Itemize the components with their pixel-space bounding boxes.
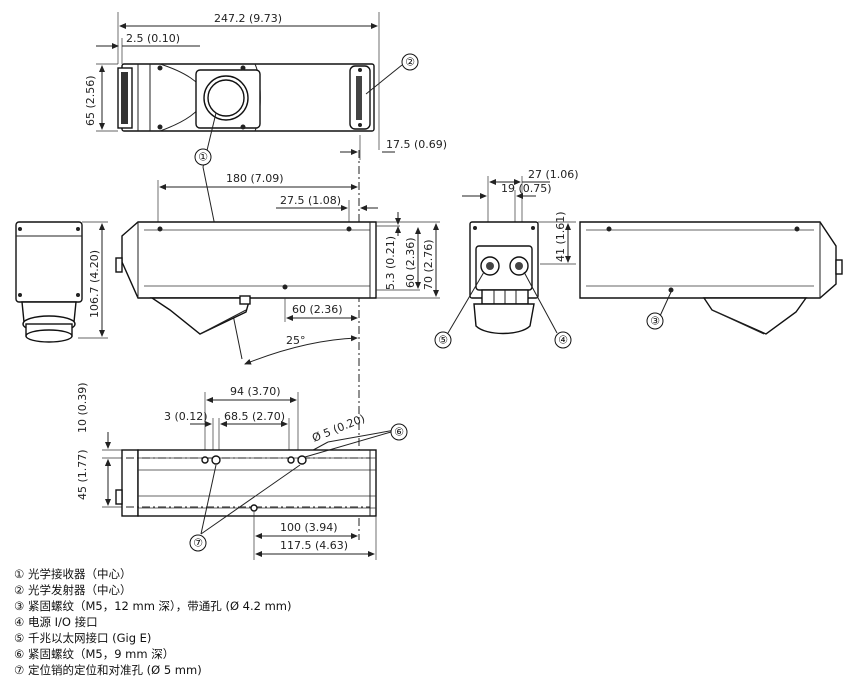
dim-h-60: 60 (2.36) (404, 237, 417, 288)
callout-3: ③ (646, 291, 672, 330)
svg-text:①: ① (198, 151, 208, 164)
dim-bot-45: 45 (1.77) (76, 449, 89, 500)
svg-text:⑥: ⑥ (394, 426, 404, 439)
svg-text:⑦: ⑦ (193, 537, 203, 550)
dim-angle: 25° (286, 334, 306, 347)
dim-h-70: 70 (2.76) (422, 239, 435, 290)
side-view: 180 (7.09) 27.5 (1.08) 5.3 (0.21) 60 (2.… (115, 172, 440, 365)
dim-top-height: 65 (2.56) (84, 75, 97, 126)
rear-side-view (579, 221, 843, 335)
legend-item: ⑦ 定位销的定位和对准孔 (Ø 5 mm) (14, 663, 202, 677)
dim-bot-3: 3 (0.12) (164, 410, 208, 423)
dim-rear-offset: 2.5 (0.10) (126, 32, 180, 45)
svg-text:④: ④ (558, 334, 568, 347)
dim-end-19: 19 (0.75) (501, 182, 552, 195)
dim-bot-68-5: 68.5 (2.70) (224, 410, 285, 423)
callout-7: ⑦ (189, 464, 301, 552)
top-view: 247.2 (9.73) 2.5 (0.10) 65 (2.56) (84, 12, 447, 160)
dim-total-height: 106.7 (4.20) (88, 250, 101, 318)
legend-item: ② 光学发射器（中心） (14, 583, 132, 597)
front-end-view: 106.7 (4.20) (15, 221, 108, 343)
dim-len-60: 60 (2.36) (292, 303, 343, 316)
dim-bot-117-5: 117.5 (4.63) (280, 539, 348, 552)
legend-item: ⑥ 紧固螺纹（M5，9 mm 深） (14, 647, 175, 661)
dim-overall-length: 247.2 (9.73) (214, 12, 282, 25)
dim-length-180: 180 (7.09) (226, 172, 284, 185)
svg-text:②: ② (405, 56, 415, 69)
legend-item: ⑤ 千兆以太网接口 (Gig E) (14, 631, 152, 645)
callout-4: ④ (523, 271, 572, 349)
callout-2: ② (365, 53, 419, 95)
dim-offset-27-5: 27.5 (1.08) (280, 194, 341, 207)
dim-bot-100: 100 (3.94) (280, 521, 338, 534)
svg-text:⑤: ⑤ (438, 334, 448, 347)
dim-end-27: 27 (1.06) (528, 168, 579, 181)
dim-bot-10: 10 (0.39) (76, 382, 89, 433)
dim-bot-94: 94 (3.70) (230, 385, 281, 398)
dim-end-41: 41 (1.61) (554, 211, 567, 262)
callout-6: ⑥ (304, 423, 408, 458)
right-end-view: 27 (1.06) 19 (0.75) 41 (1.61) (462, 168, 579, 335)
dim-right-offset: 17.5 (0.69) (386, 138, 447, 151)
bottom-view: 94 (3.70) 3 (0.12) 68.5 (2.70) Ø 5 (0.20… (76, 382, 396, 560)
legend-item: ① 光学接收器（中心） (14, 567, 132, 581)
legend: ① 光学接收器（中心） ② 光学发射器（中心） ③ 紧固螺纹（M5，12 mm … (14, 566, 534, 678)
svg-text:③: ③ (650, 315, 660, 328)
legend-item: ③ 紧固螺纹（M5，12 mm 深），带通孔 (Ø 4.2 mm) (14, 599, 292, 613)
callout-5: ⑤ (434, 271, 485, 349)
dim-h-5-3: 5.3 (0.21) (384, 236, 397, 290)
legend-item: ④ 电源 I/O 接口 (14, 615, 98, 629)
